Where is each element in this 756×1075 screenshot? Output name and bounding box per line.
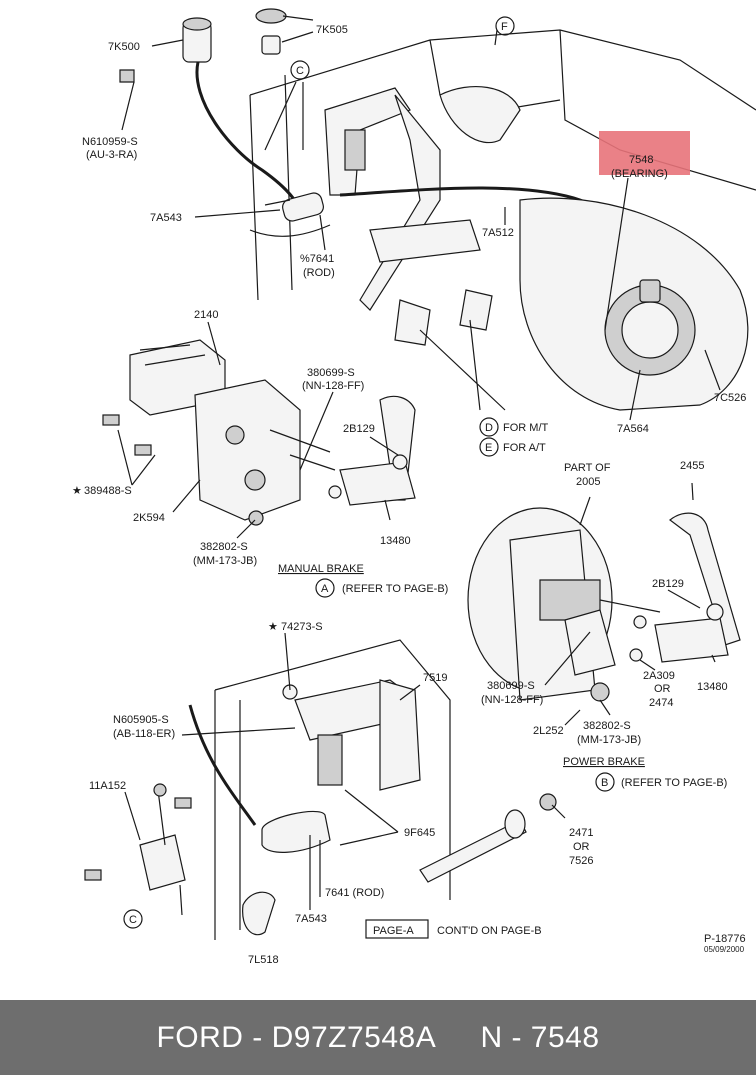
label-ab-118-er: (AB-118-ER): [113, 728, 175, 740]
label-mm-173-jb-power: (MM-173-JB): [577, 734, 641, 746]
manual-brake-title: MANUAL BRAKE: [278, 563, 364, 575]
label-refer-page-b-power: (REFER TO PAGE-B): [621, 777, 727, 789]
label-380699-s-power: 380699-S: [487, 680, 535, 692]
label-74273-s: 74273-S: [281, 621, 323, 633]
label-7a543-top: 7A543: [150, 212, 182, 224]
label-7a512: 7A512: [482, 227, 514, 239]
footer-number-prefix: N -: [480, 1020, 531, 1054]
star-mark-74273: ★: [268, 621, 278, 633]
footer-brand: FORD: [156, 1020, 244, 1054]
label-389488-s: 389488-S: [84, 485, 132, 497]
label-9f645: 9F645: [404, 827, 435, 839]
label-b: B: [601, 777, 608, 789]
label-382802-s-power: 382802-S: [583, 720, 631, 732]
label-a: A: [321, 583, 329, 595]
callout-circle-b: [595, 772, 615, 792]
label-11a152: 11A152: [89, 780, 126, 792]
footer-gap: [436, 1021, 480, 1055]
label-2140: 2140: [194, 309, 218, 321]
label-382802-s-manual: 382802-S: [200, 541, 248, 553]
diagram-labels: 7K500 7K505 F N610959-S (AU-3-RA) C 7548…: [72, 16, 746, 966]
label-7526: 7526: [569, 855, 593, 867]
reference-code: P-18776: [704, 933, 746, 945]
label-bearing: (BEARING): [611, 168, 668, 180]
callout-circle-c-lower: [123, 909, 143, 929]
label-contd-page-b: CONT'D ON PAGE-B: [437, 925, 542, 937]
label-13480-power: 13480: [697, 681, 728, 693]
label-7519: 7519: [423, 672, 447, 684]
lower-pedal-assembly: [84, 632, 566, 940]
manual-brake-assembly: [102, 321, 416, 539]
label-nn-128-ff-power: (NN-128-FF): [481, 694, 543, 706]
page-a-box: [365, 919, 429, 939]
label-for-at: FOR A/T: [503, 442, 546, 454]
label-page-a: PAGE-A: [373, 925, 414, 937]
callout-circle-e: [479, 437, 499, 457]
label-rod-top: (ROD): [303, 267, 335, 279]
label-2471: 2471: [569, 827, 593, 839]
label-7k500: 7K500: [108, 41, 140, 53]
label-7l518: 7L518: [248, 954, 279, 966]
label-2474: 2474: [649, 697, 673, 709]
callout-circle-d: [479, 417, 499, 437]
label-c-lower: C: [129, 914, 137, 926]
label-7641-rod-lower: 7641 (ROD): [325, 887, 384, 899]
label-7641-top: %7641: [300, 253, 334, 265]
label-7a543-lower: 7A543: [295, 913, 327, 925]
label-f: F: [501, 21, 508, 33]
label-380699-s-manual: 380699-S: [307, 367, 355, 379]
label-au-3-ra: (AU-3-RA): [86, 149, 137, 161]
callout-circle-f: [495, 16, 515, 36]
label-n610959-s: N610959-S: [82, 136, 138, 148]
label-d: D: [485, 422, 493, 434]
label-7548: 7548: [629, 154, 653, 166]
label-7k505: 7K505: [316, 24, 348, 36]
reference-date: 05/09/2000: [704, 945, 745, 954]
power-brake-title: POWER BRAKE: [563, 756, 645, 768]
label-2b129-power: 2B129: [652, 578, 684, 590]
part-number-footer: FORD - D97Z7548A N - 7548: [0, 1000, 756, 1075]
label-7c526: 7C526: [714, 392, 746, 404]
label-2b129-manual: 2B129: [343, 423, 375, 435]
power-brake-assembly: [467, 482, 741, 726]
footer-number: 7548: [530, 1020, 600, 1054]
label-2a309: 2A309: [643, 670, 675, 682]
top-clutch-assembly: [119, 8, 756, 421]
footer-separator: -: [243, 1020, 272, 1054]
label-refer-page-b-manual: (REFER TO PAGE-B): [342, 583, 448, 595]
callout-circle-a: [315, 578, 335, 598]
label-for-mt: FOR M/T: [503, 422, 548, 434]
label-or-power: OR: [654, 683, 671, 695]
label-part-of: PART OF: [564, 462, 611, 474]
callout-circle-c-top: [290, 60, 310, 80]
highlight-box-bearing: [599, 131, 690, 175]
star-mark-389488: ★: [72, 485, 82, 497]
footer-part-number: D97Z7548A: [271, 1020, 437, 1054]
label-2l252: 2L252: [533, 725, 564, 737]
label-mm-173-jb-manual: (MM-173-JB): [193, 555, 257, 567]
label-2k594: 2K594: [133, 512, 165, 524]
label-2455: 2455: [680, 460, 704, 472]
label-or-lower: OR: [573, 841, 590, 853]
label-13480-manual: 13480: [380, 535, 411, 547]
label-7a564: 7A564: [617, 423, 649, 435]
label-nn-128-ff-manual: (NN-128-FF): [302, 380, 364, 392]
label-c-top: C: [296, 65, 304, 77]
label-n605905-s: N605905-S: [113, 714, 169, 726]
label-e: E: [485, 442, 492, 454]
label-2005: 2005: [576, 476, 600, 488]
exploded-parts-diagram: 7K500 7K505 F N610959-S (AU-3-RA) C 7548…: [72, 8, 756, 966]
